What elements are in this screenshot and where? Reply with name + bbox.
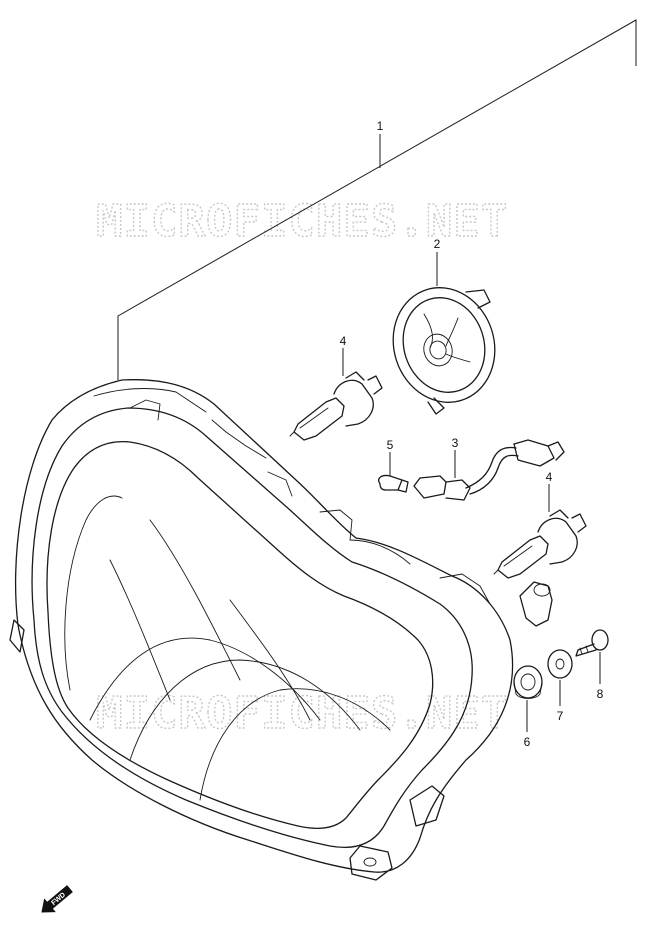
headlight-housing	[9, 379, 514, 881]
callout-4-lower: 4	[546, 470, 553, 484]
halogen-bulb-upper	[289, 371, 383, 441]
watermark-bottom: MICROFICHES.NET	[96, 688, 508, 739]
wedge-bulb	[378, 474, 409, 493]
halogen-bulb-lower	[493, 509, 587, 579]
callout-6: 6	[524, 735, 531, 749]
callout-3: 3	[452, 436, 459, 450]
watermark-top: MICROFICHES.NET	[96, 196, 508, 247]
socket-wiring-harness	[413, 439, 565, 501]
bulb-socket-cover	[392, 287, 496, 415]
callout-leaders	[342, 252, 601, 732]
callout-8: 8	[597, 687, 604, 701]
callout-5: 5	[387, 438, 394, 452]
callout-4-upper: 4	[340, 334, 347, 348]
callout-2: 2	[434, 237, 441, 251]
callout-7: 7	[557, 709, 564, 723]
screw	[575, 629, 609, 657]
rubber-elbow-boot	[519, 581, 553, 627]
grommet	[513, 665, 543, 699]
callout-1: 1	[377, 119, 384, 133]
washer	[547, 649, 573, 679]
forward-direction-arrow: FWD	[41, 885, 73, 913]
assembly-bracket-lines	[117, 19, 637, 380]
